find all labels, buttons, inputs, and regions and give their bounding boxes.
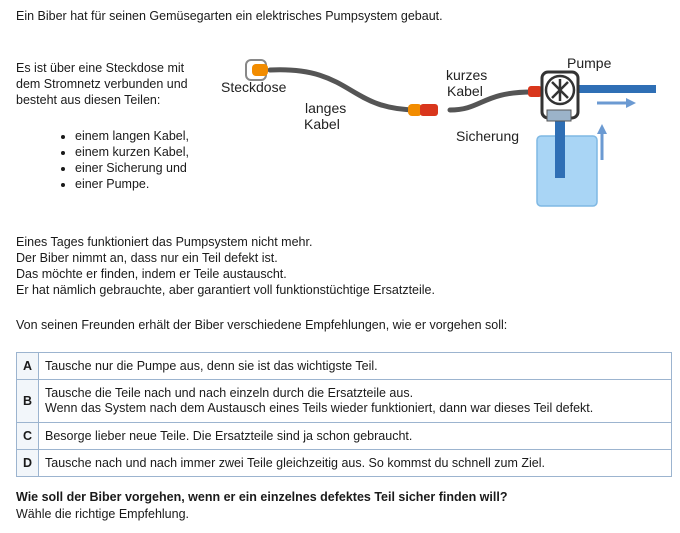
option-text[interactable]: Tausche die Teile nach und nach einzeln …	[38, 379, 672, 423]
option-row-b[interactable]: B Tausche die Teile nach und nach einzel…	[16, 379, 672, 423]
option-letter[interactable]: C	[16, 422, 39, 450]
instruction-text: Wähle die richtige Empfehlung.	[16, 507, 190, 521]
socket-label: Steckdose	[221, 79, 287, 95]
description-line: besteht aus diesen Teilen:	[16, 93, 161, 107]
option-row-a[interactable]: A Tausche nur die Pumpe aus, denn sie is…	[16, 352, 672, 380]
long-cable	[267, 67, 420, 113]
short-cable-label: kurzes	[446, 67, 487, 83]
short-cable	[447, 89, 535, 113]
option-letter[interactable]: A	[16, 352, 39, 380]
option-line: Tausche nur die Pumpe aus, denn sie ist …	[45, 358, 378, 373]
option-letter[interactable]: B	[16, 379, 39, 423]
part-item: einer Sicherung und	[75, 160, 189, 176]
pump-label: Pumpe	[567, 55, 612, 71]
option-text[interactable]: Tausche nach und nach immer zwei Teile g…	[38, 449, 672, 477]
pump-connector	[528, 86, 542, 97]
description-line: Es ist über eine Steckdose mit	[16, 61, 185, 75]
option-row-c[interactable]: C Besorge lieber neue Teile. Die Ersatzt…	[16, 422, 672, 450]
connector-orange	[408, 104, 422, 116]
part-item: einer Pumpe.	[75, 176, 189, 192]
option-row-d[interactable]: D Tausche nach und nach immer zwei Teile…	[16, 449, 672, 477]
part-item: einem langen Kabel,	[75, 128, 189, 144]
description-line: dem Stromnetz verbunden und	[16, 77, 188, 91]
option-line: Besorge lieber neue Teile. Die Ersatztei…	[45, 428, 413, 443]
water-tank	[536, 135, 598, 207]
intake-pipe	[555, 108, 565, 178]
part-item: einem kurzen Kabel,	[75, 144, 189, 160]
short-cable-label: Kabel	[447, 83, 483, 99]
option-line: Tausche nach und nach immer zwei Teile g…	[45, 455, 545, 470]
flow-arrow-up-icon	[597, 124, 607, 160]
socket-icon	[245, 59, 268, 81]
story-line: Eines Tages funktioniert das Pumpsystem …	[16, 235, 313, 249]
fuse-icon	[546, 109, 572, 122]
outlet-pipe	[560, 85, 656, 93]
option-line: Tausche die Teile nach und nach einzeln …	[45, 386, 414, 400]
option-letter[interactable]: D	[16, 449, 39, 477]
pump-icon	[540, 70, 580, 120]
fuse-label: Sicherung	[456, 128, 519, 144]
option-text[interactable]: Besorge lieber neue Teile. Die Ersatztei…	[38, 422, 672, 450]
story-line: Der Biber nimmt an, dass nur ein Teil de…	[16, 251, 278, 265]
pump-system-diagram: Steckdose langes Kabel kurzes Kabel Pump…	[221, 55, 656, 207]
option-line: Wenn das System nach dem Austausch eines…	[45, 401, 594, 415]
parts-list: einem langen Kabel, einem kurzen Kabel, …	[57, 128, 189, 192]
flow-arrow-right-icon	[597, 98, 636, 108]
long-cable-label: Kabel	[304, 116, 340, 132]
intro-text: Ein Biber hat für seinen Gemüsegarten ei…	[16, 9, 443, 23]
recommendation-intro: Von seinen Freunden erhält der Biber ver…	[16, 318, 508, 332]
connector-red	[420, 104, 438, 116]
options-table: A Tausche nur die Pumpe aus, denn sie is…	[16, 352, 672, 477]
question-text: Wie soll der Biber vorgehen, wenn er ein…	[16, 490, 508, 504]
long-cable-label: langes	[305, 100, 346, 116]
option-text[interactable]: Tausche nur die Pumpe aus, denn sie ist …	[38, 352, 672, 380]
story-line: Das möchte er finden, indem er Teile aus…	[16, 267, 287, 281]
story-line: Er hat nämlich gebrauchte, aber garantie…	[16, 283, 435, 297]
